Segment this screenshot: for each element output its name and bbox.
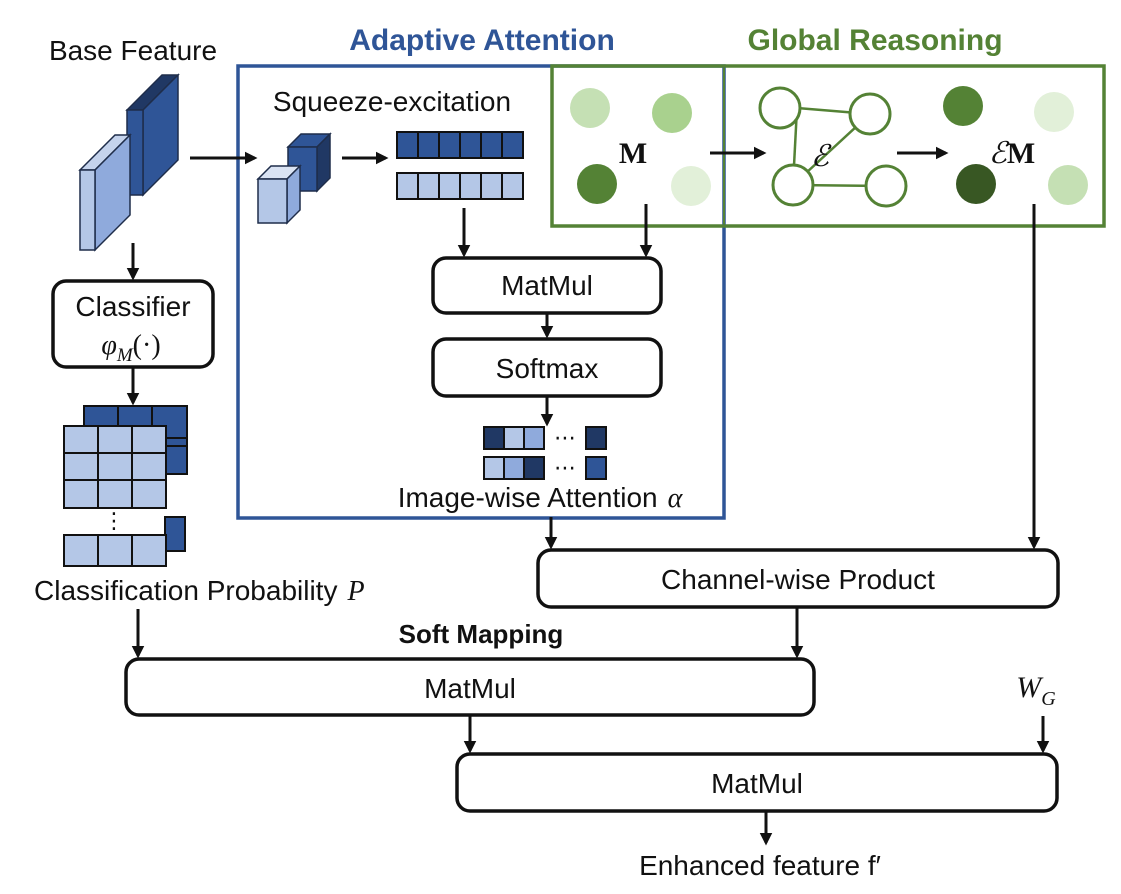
matmul-attention-box (431, 256, 663, 315)
adaptive-attention-frame (236, 64, 726, 520)
matmul-soft-mapping-label: MatMul (424, 673, 516, 704)
squeeze-excitation-blocks (256, 132, 332, 225)
attention-vector-2 (483, 456, 607, 480)
wg-symbol: WG (1016, 671, 1056, 710)
attention-vector-1 (483, 426, 607, 450)
classifier-label: Classifier (75, 291, 190, 322)
squeeze-excitation-label: Squeeze-excitation (273, 86, 511, 117)
memory-nodes (570, 88, 711, 206)
enhanced-feature-label: Enhanced feature f′ (639, 850, 881, 881)
probability-vertical-ellipsis: ⋮ (103, 508, 125, 533)
reasoned-memory-nodes (943, 86, 1088, 205)
classifier-box (51, 279, 215, 369)
global-reasoning-title: Global Reasoning (747, 24, 1002, 57)
probability-row (63, 516, 186, 567)
channel-weight-bar-dark (396, 131, 524, 159)
softmax-label: Softmax (496, 353, 599, 384)
channel-weight-bar-light (396, 172, 524, 200)
matmul-final-label: MatMul (711, 768, 803, 799)
base-feature-stack (78, 73, 180, 252)
soft-mapping-label: Soft Mapping (399, 619, 564, 649)
attention-ellipsis-1: ⋯ (554, 425, 576, 450)
memory-symbol: M (619, 137, 647, 170)
matmul-attention-label: MatMul (501, 270, 593, 301)
connector-arrows (126, 146, 1050, 846)
probability-grid-front (63, 425, 167, 509)
adaptive-attention-title: Adaptive Attention (349, 24, 615, 57)
softmax-box (431, 337, 663, 398)
global-reasoning-frame (550, 64, 1106, 228)
channel-wise-product-box (536, 548, 1060, 609)
attention-ellipsis-2: ⋯ (554, 455, 576, 480)
graph-nodes (758, 86, 908, 208)
matmul-final-box (455, 752, 1059, 813)
graph-symbol: ℰ (811, 140, 832, 173)
classifier-function: φM(·) (101, 330, 160, 366)
base-feature-label: Base Feature (49, 35, 217, 66)
matmul-soft-mapping-box (124, 657, 816, 717)
graph-memory-symbol: ℰM (989, 137, 1036, 170)
channel-wise-product-label: Channel-wise Product (661, 564, 935, 595)
